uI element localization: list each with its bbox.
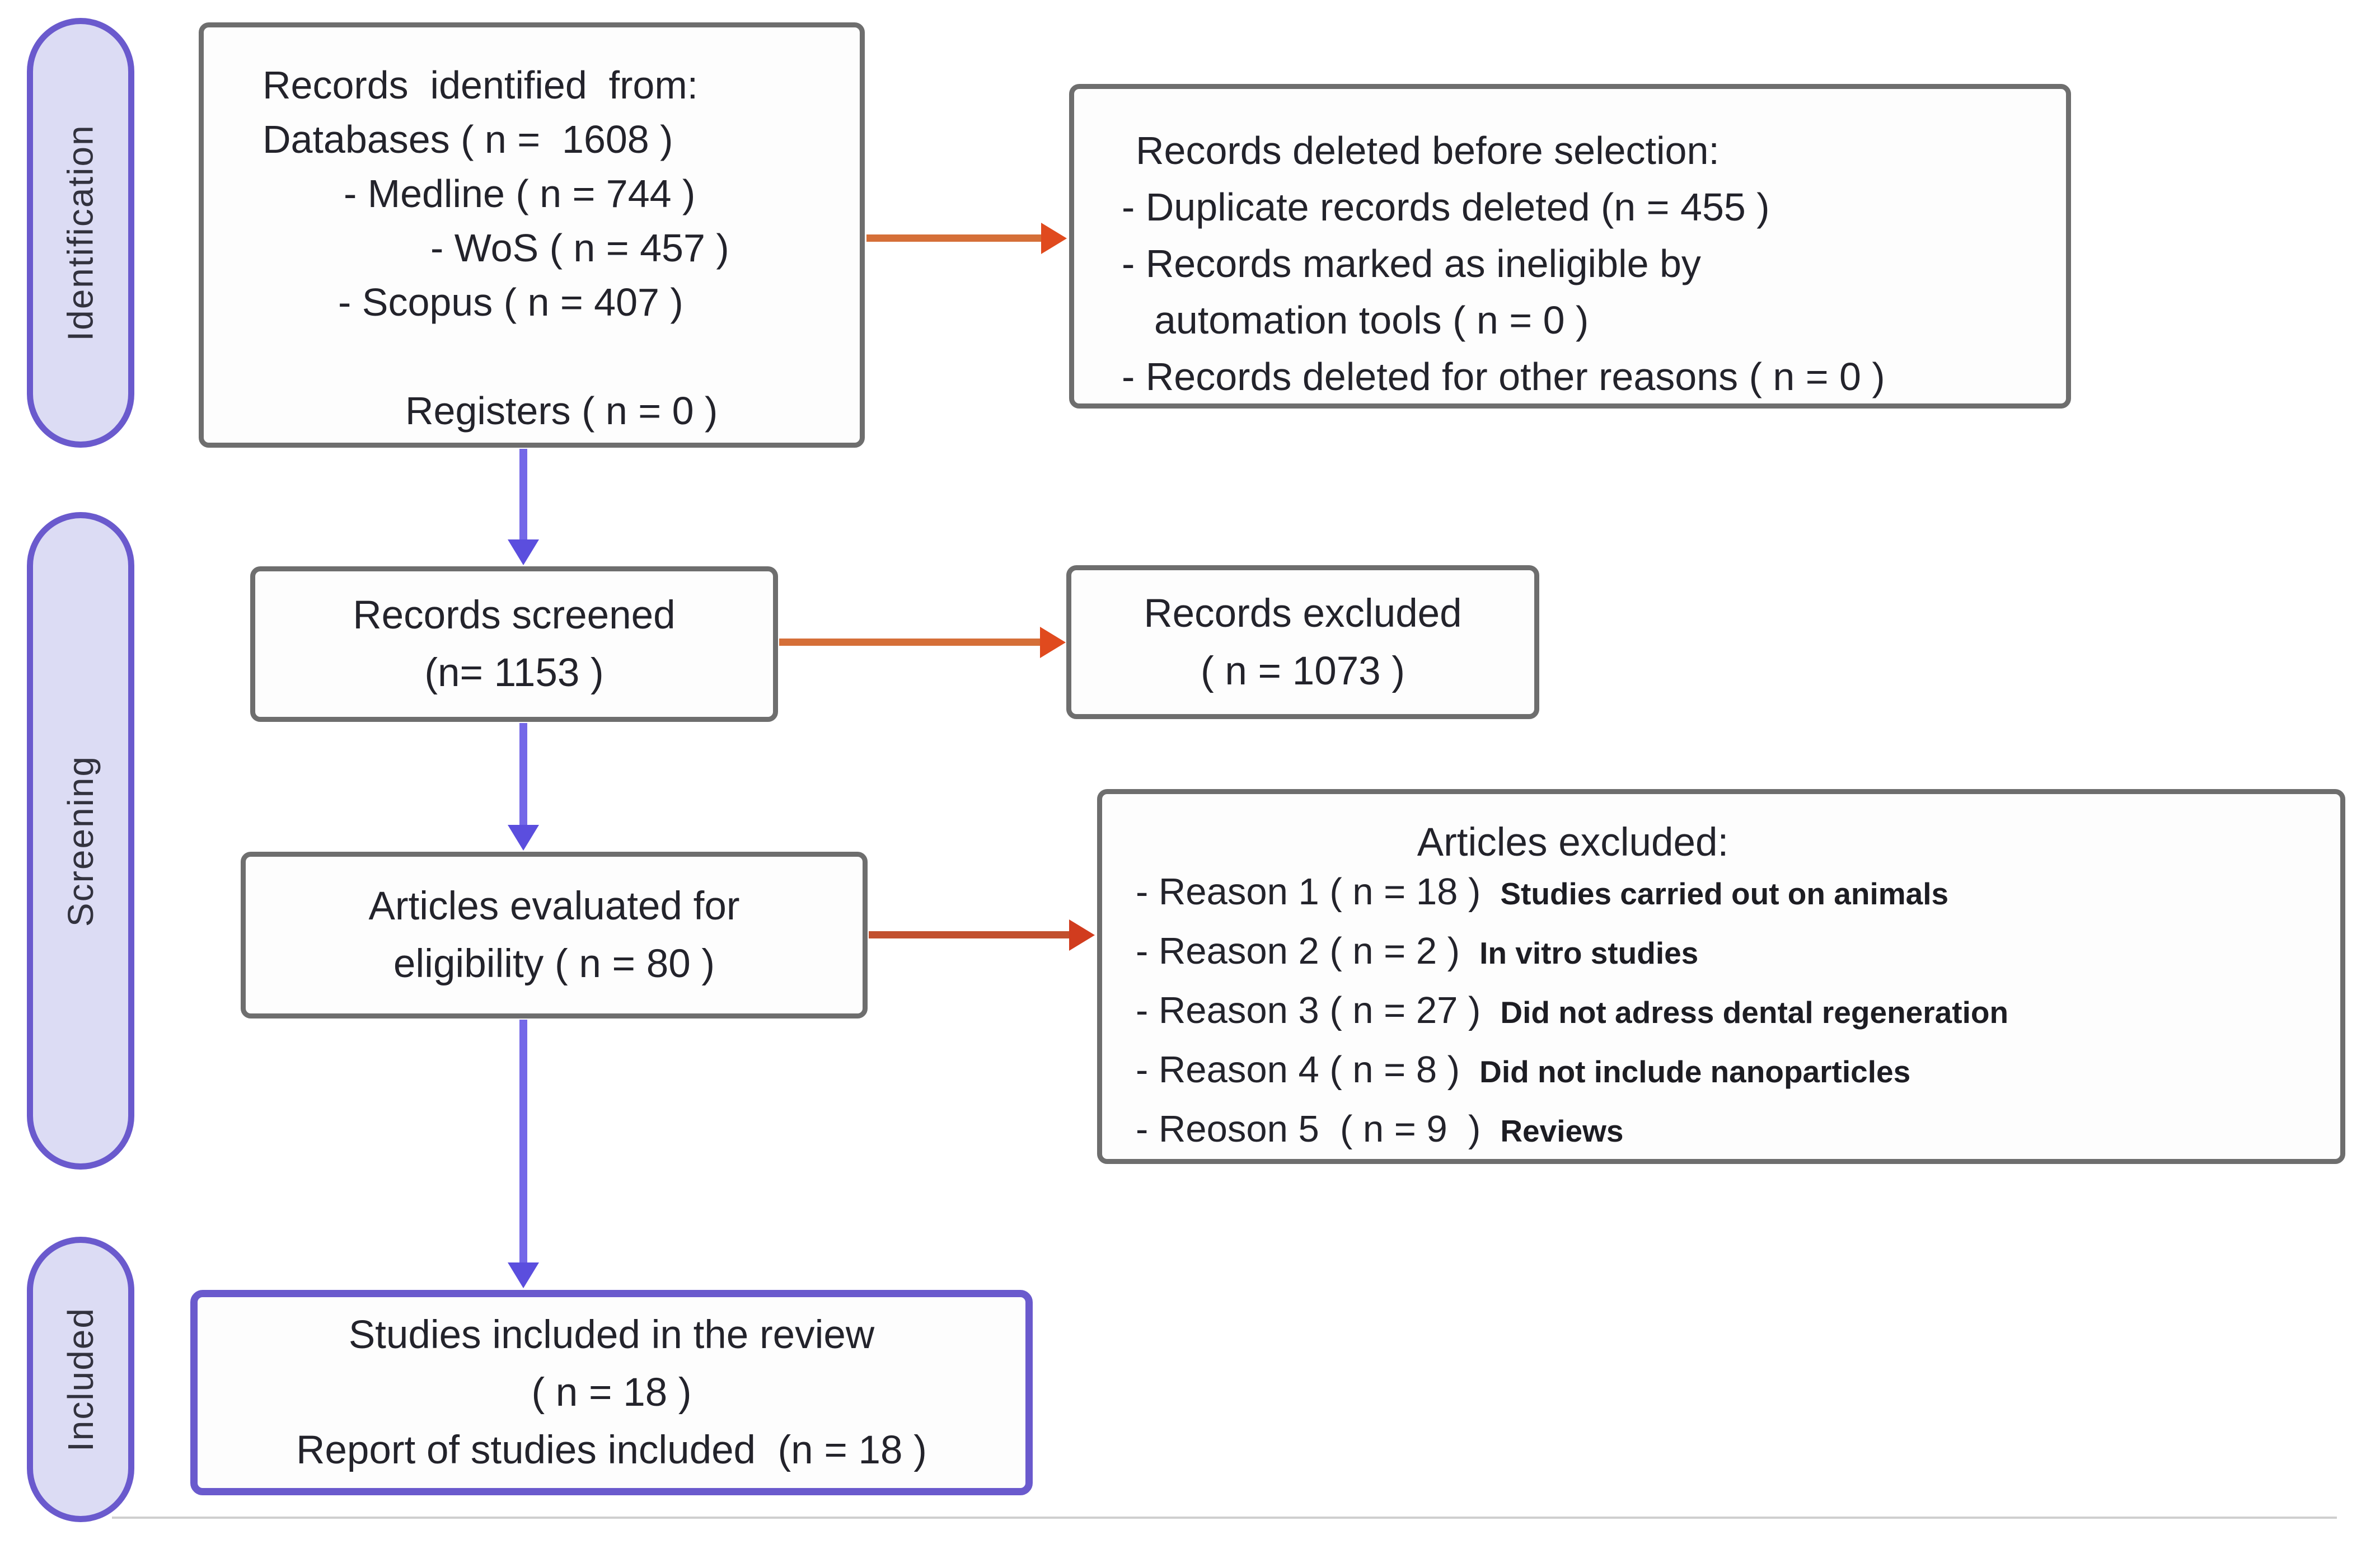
box-articles-excluded: Articles excluded: - Reason 1 ( n = 18 )… xyxy=(1097,789,2345,1164)
records-excluded-line1: Records excluded xyxy=(1144,591,1462,636)
down-arrow-1-shaft xyxy=(519,449,527,543)
records-deleted-duplicates: - Duplicate records deleted (n = 455 ) xyxy=(1122,185,1770,229)
right-arrow-3-head xyxy=(1069,919,1095,951)
stage-pill-included: Included xyxy=(27,1237,134,1522)
records-identified-title: Records identified from: xyxy=(263,63,699,107)
articles-evaluated-line1: Articles evaluated for xyxy=(368,884,740,928)
stage-label-screening: Screening xyxy=(60,755,101,927)
reason-row-5: - Reoson 5 ( n = 9 ) Reviews xyxy=(1136,1107,2323,1167)
box-records-identified: Records identified from: Databases ( n =… xyxy=(199,22,865,448)
stage-label-included: Included xyxy=(60,1307,101,1452)
articles-excluded-title: Articles excluded: xyxy=(1417,820,1729,865)
records-identified-registers: Registers ( n = 0 ) xyxy=(405,389,718,433)
down-arrow-2-shaft xyxy=(519,723,527,827)
stage-label-identification: Identification xyxy=(60,124,101,341)
reason-1-note: Studies carried out on animals xyxy=(1500,876,1949,911)
box-records-deleted: Records deleted before selection: - Dupl… xyxy=(1069,84,2071,409)
records-identified-spacer xyxy=(263,330,843,384)
box-records-screened: Records screened (n= 1153 ) xyxy=(250,566,778,722)
reason-row-3: - Reason 3 ( n = 27 ) Did not adress den… xyxy=(1136,989,2323,1048)
box-articles-evaluated: Articles evaluated for eligibility ( n =… xyxy=(241,852,868,1018)
reason-row-1: - Reason 1 ( n = 18 ) Studies carried ou… xyxy=(1136,870,2323,930)
reason-3-note: Did not adress dental regeneration xyxy=(1500,995,2009,1030)
records-deleted-other: - Records deleted for other reasons ( n … xyxy=(1122,355,1885,398)
reason-2-note: In vitro studies xyxy=(1479,936,1699,970)
records-identified-databases: Databases ( n = 1608 ) xyxy=(263,118,673,161)
records-excluded-line2: ( n = 1073 ) xyxy=(1200,649,1405,693)
box-studies-included: Studies included in the review ( n = 18 … xyxy=(190,1290,1033,1495)
records-screened-line2: (n= 1153 ) xyxy=(424,651,604,695)
reason-3: - Reason 3 ( n = 27 ) xyxy=(1136,989,1481,1031)
down-arrow-3-shaft xyxy=(519,1020,527,1264)
records-identified-wos: - WoS ( n = 457 ) xyxy=(430,226,729,270)
stage-pill-screening: Screening xyxy=(27,512,134,1170)
reason-1: - Reason 1 ( n = 18 ) xyxy=(1136,871,1481,913)
reason-row-4: - Reason 4 ( n = 8 ) Did not include nan… xyxy=(1136,1048,2323,1107)
records-identified-scopus: - Scopus ( n = 407 ) xyxy=(338,280,683,324)
records-identified-medline: - Medline ( n = 744 ) xyxy=(344,172,696,215)
down-arrow-1-head xyxy=(508,539,539,565)
right-arrow-1-head xyxy=(1041,223,1067,254)
records-deleted-ineligible: - Records marked as ineligible by xyxy=(1122,242,1701,285)
reason-4: - Reason 4 ( n = 8 ) xyxy=(1136,1049,1460,1091)
box-records-excluded: Records excluded ( n = 1073 ) xyxy=(1066,565,1539,719)
down-arrow-3-head xyxy=(508,1262,539,1288)
stage-pill-identification: Identification xyxy=(27,18,134,448)
records-deleted-title: Records deleted before selection: xyxy=(1136,129,1720,172)
right-arrow-2-head xyxy=(1040,627,1066,658)
studies-included-line3: Report of studies included (n = 18 ) xyxy=(296,1428,927,1472)
studies-included-line1: Studies included in the review xyxy=(348,1313,875,1357)
right-arrow-3-shaft xyxy=(869,931,1071,938)
down-arrow-2-head xyxy=(508,825,539,851)
records-screened-line1: Records screened xyxy=(353,593,676,637)
right-arrow-2-shaft xyxy=(779,639,1042,646)
reason-row-2: - Reason 2 ( n = 2 ) In vitro studies xyxy=(1136,930,2323,989)
right-arrow-1-shaft xyxy=(866,234,1043,242)
bottom-rule xyxy=(112,1517,2337,1519)
reason-5: - Reoson 5 ( n = 9 ) xyxy=(1136,1108,1481,1150)
reason-5-note: Reviews xyxy=(1500,1114,1624,1148)
records-deleted-ineligible-cont: automation tools ( n = 0 ) xyxy=(1154,298,1589,342)
articles-evaluated-line2: eligibility ( n = 80 ) xyxy=(393,942,715,986)
reason-2: - Reason 2 ( n = 2 ) xyxy=(1136,930,1460,972)
studies-included-line2: ( n = 18 ) xyxy=(531,1370,692,1415)
reason-4-note: Did not include nanoparticles xyxy=(1479,1054,1911,1089)
